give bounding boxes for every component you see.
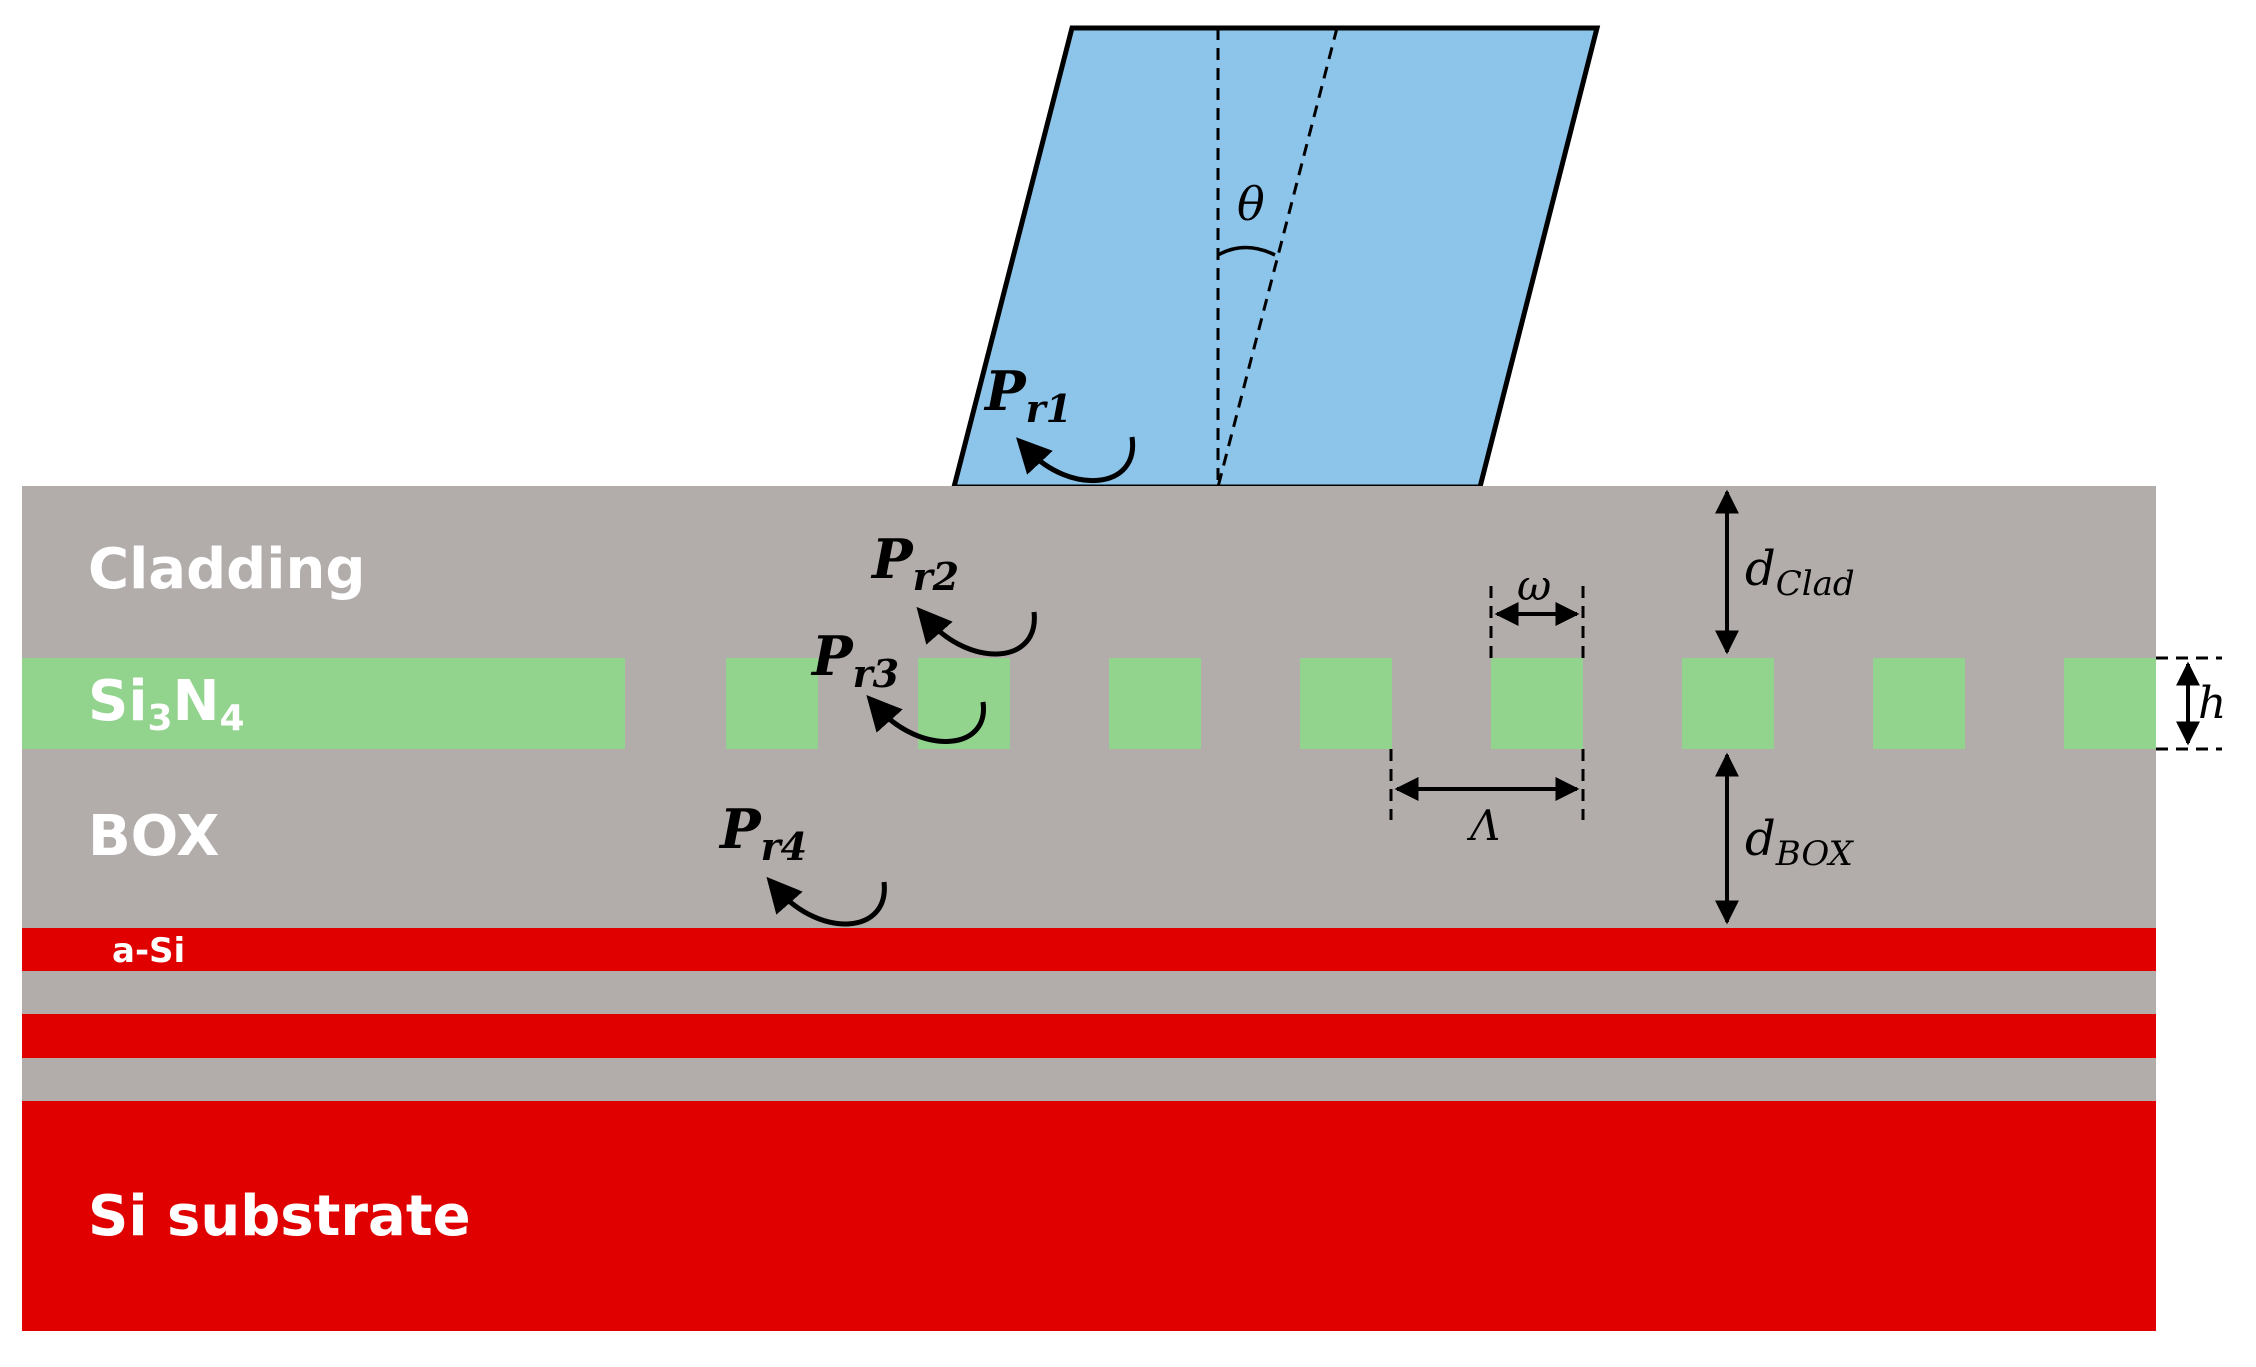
grating-tooth [2064, 658, 2156, 749]
grating-tooth [1109, 658, 1201, 749]
nitride-slab [22, 658, 625, 749]
lambda-label: Λ [1466, 801, 1500, 850]
grating-tooth [1873, 658, 1965, 749]
box-label: BOX [88, 804, 219, 869]
grating-tooth [1682, 658, 1774, 749]
asi-layer-1 [22, 928, 2156, 971]
d-clad-label: dClad [1745, 541, 1855, 604]
oxide-spacer-2 [22, 1058, 2156, 1101]
asi-layer-2 [22, 1014, 2156, 1058]
pr2-label: Pr2 [870, 527, 959, 599]
pr3-label: Pr3 [810, 624, 899, 696]
pr4-label: Pr4 [718, 797, 807, 869]
theta-label: θ [1237, 177, 1265, 231]
theta-angle-arc [1217, 245, 1276, 257]
cladding-layer [22, 486, 2156, 658]
pr1-reflection-arrow [1016, 436, 1136, 483]
h-label: h [2198, 678, 2226, 729]
cladding-label: Cladding [88, 537, 365, 602]
box-layer [22, 749, 2156, 928]
nitride-label: Si3N4 [88, 669, 245, 739]
grating-tooth [726, 658, 818, 749]
si-substrate-layer [22, 1101, 2156, 1331]
grating-tooth [918, 658, 1010, 749]
substrate-label: Si substrate [88, 1184, 471, 1249]
asi-label: a-Si [112, 931, 185, 971]
pr2-reflection-arrow [916, 606, 1037, 657]
grating-tooth [1491, 658, 1583, 749]
oxide-spacer-1 [22, 971, 2156, 1014]
pr4-reflection-arrow [766, 876, 887, 927]
pr1-label: Pr1 [983, 359, 1072, 431]
pr3-reflection-arrow [866, 694, 986, 744]
d-box-label: dBOX [1745, 811, 1855, 874]
grating-tooth [1300, 658, 1392, 749]
omega-label: ω [1517, 561, 1551, 610]
